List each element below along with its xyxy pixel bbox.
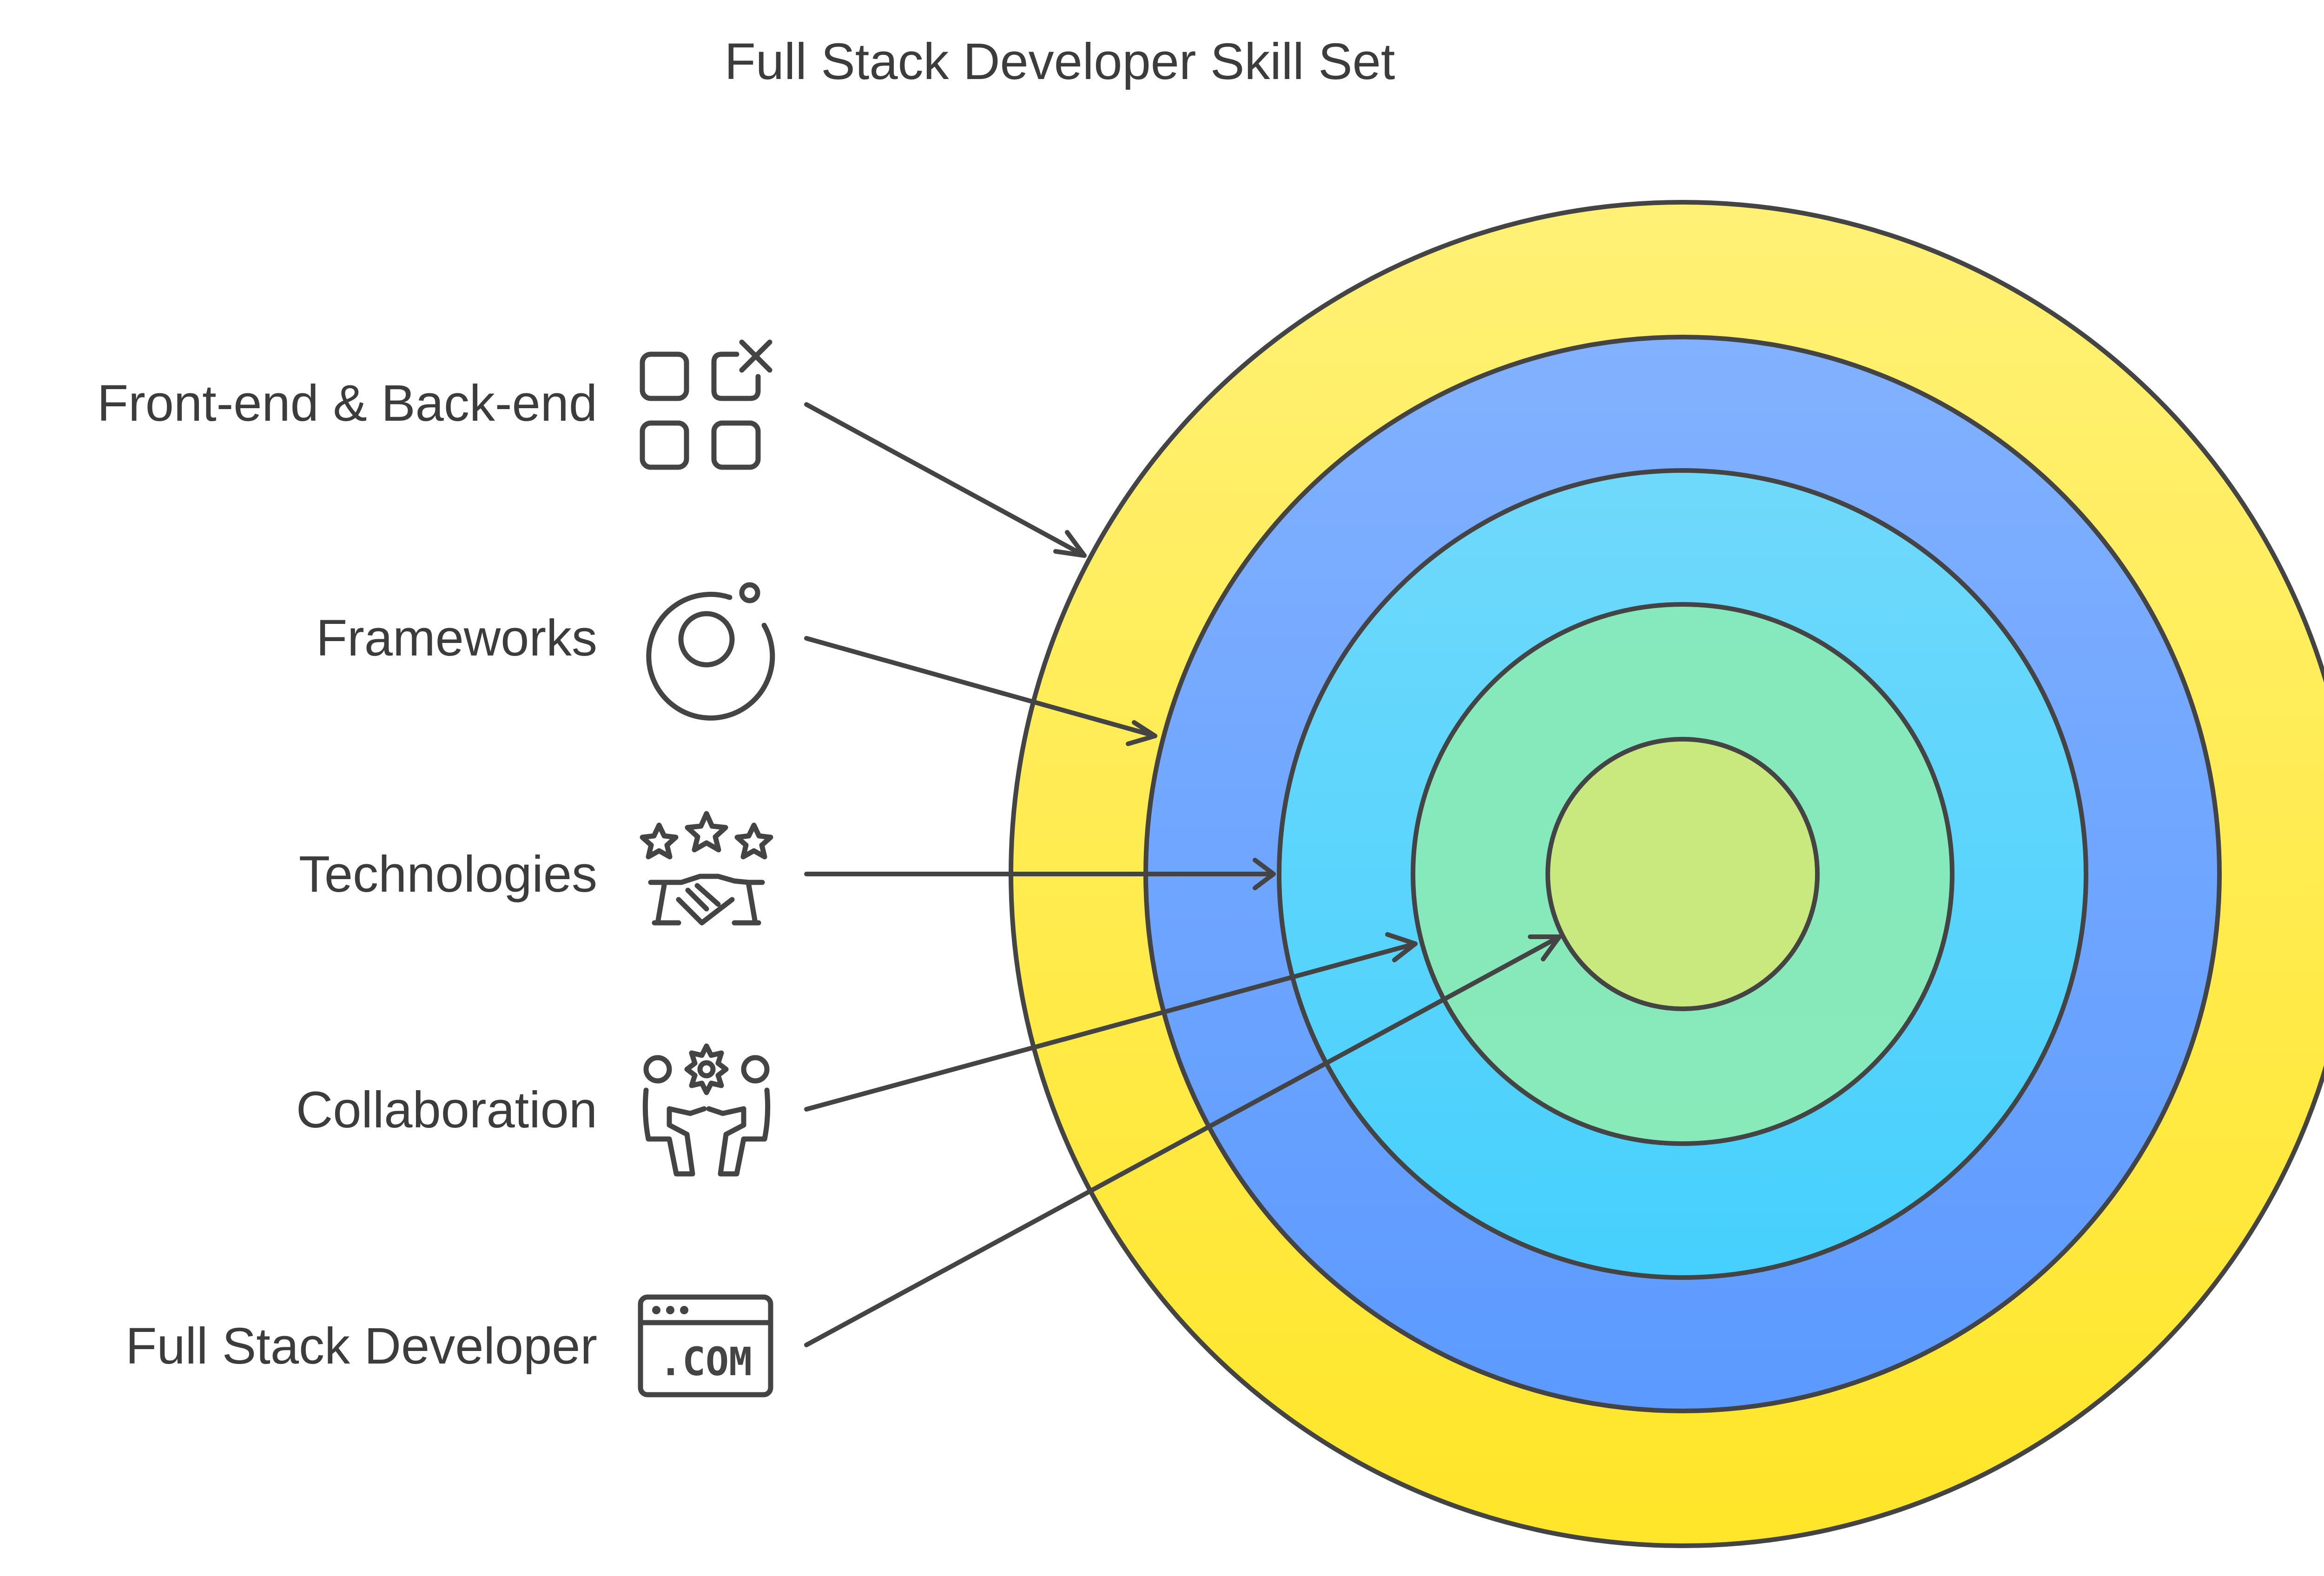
label-front-end-back-end: Front-end & Back-end (97, 375, 597, 432)
target-ring-icon (646, 582, 775, 721)
label-collaboration: Collaboration (296, 1081, 597, 1139)
arrow-technologies (804, 858, 1276, 890)
app-grid-remove-icon (640, 339, 772, 470)
people-teamwork-icon (642, 1043, 771, 1177)
stars-handshake-icon (640, 811, 773, 926)
arrow-full-stack-developer (804, 934, 1562, 1347)
arrow-collaboration (804, 932, 1418, 1112)
label-technologies: Technologies (299, 846, 597, 903)
diagram-title: Full Stack Developer Skill Set (725, 33, 1395, 90)
dot-com-icon-text: .COM (659, 1339, 752, 1384)
arrow-frameworks (804, 636, 1157, 746)
dot-com-browser-icon: .COM (638, 1294, 773, 1397)
concentric-rings (1009, 200, 2324, 1548)
arrow-front-end-back-end (804, 402, 1087, 558)
ring-full-stack-developer (1545, 737, 1820, 1011)
label-full-stack-developer: Full Stack Developer (125, 1318, 597, 1375)
label-frameworks: Frameworks (316, 609, 597, 667)
